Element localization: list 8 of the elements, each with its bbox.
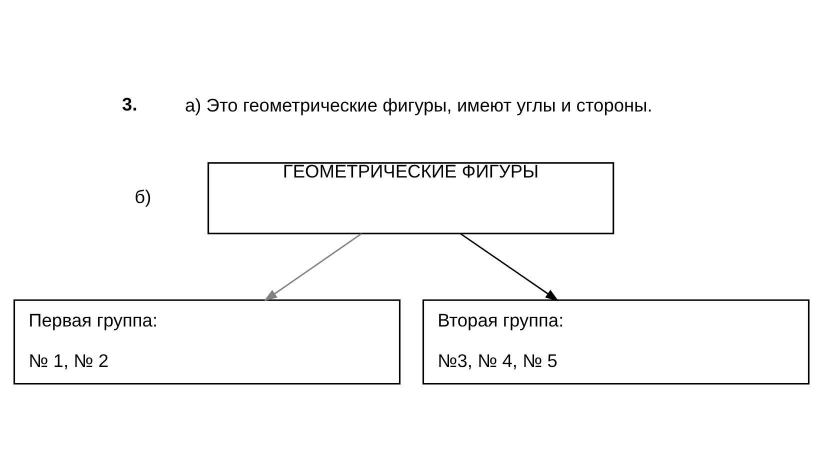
node-box: Вторая группа: №3, № 4, № 5 [422, 298, 810, 384]
label: а) Это геометрические фигуры, имеют углы и стороны. [184, 94, 652, 116]
node-box: Первая группа: № 1, № 2 [13, 298, 401, 384]
label: 3. [122, 92, 138, 114]
arrow [264, 232, 362, 301]
node-box: ГЕОМЕТРИЧЕСКИЕ ФИГУРЫ [208, 162, 614, 234]
arrow [460, 232, 559, 301]
label: б) [134, 186, 152, 207]
